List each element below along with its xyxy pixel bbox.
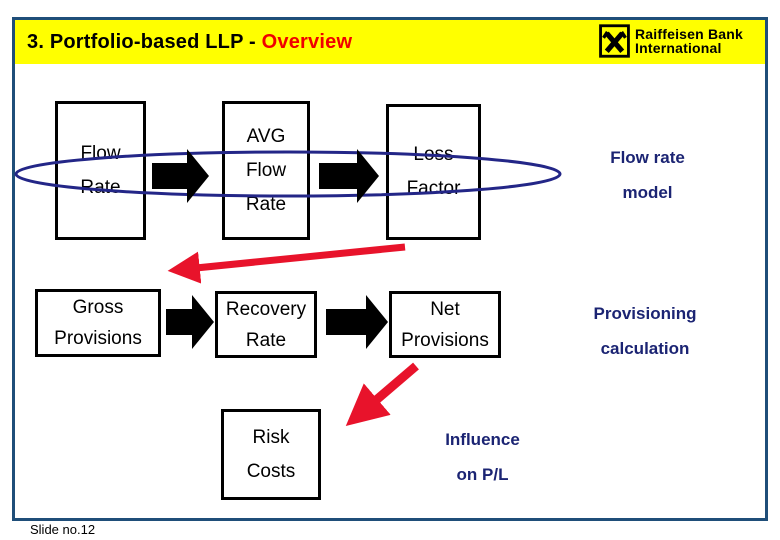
box-flow-rate: Flow Rate <box>55 101 146 240</box>
box-recovery-rate-line2: Rate <box>245 329 287 351</box>
box-avg-flow-rate-line2: Flow <box>245 159 287 181</box>
label-provisioning-calculation: Provisioning calculation <box>565 296 725 366</box>
slide-number: Slide no.12 <box>30 522 96 537</box>
raiffeisen-logo: Raiffeisen Bank International <box>599 24 743 58</box>
label-influence-on-pl-line2: on P/L <box>456 465 509 484</box>
box-recovery-rate: Recovery Rate <box>215 291 317 358</box>
box-loss-factor-line2: Factor <box>406 178 461 199</box>
label-influence-on-pl: Influence on P/L <box>410 422 555 492</box>
label-flow-rate-model-line1: Flow rate <box>610 148 685 167</box>
box-gross-provisions-line1: Gross <box>72 297 124 318</box>
box-risk-costs: Risk Costs <box>221 409 321 500</box>
slide-border-frame <box>12 17 768 521</box>
box-risk-costs-line2: Costs <box>246 460 296 482</box>
label-flow-rate-model: Flow rate model <box>575 140 720 210</box>
logo-line-2: International <box>635 40 722 56</box>
slide-title-main: 3. Portfolio-based LLP - <box>27 30 262 53</box>
title-banner: 3. Portfolio-based LLP - Overview Raiffe… <box>15 20 765 64</box>
label-influence-on-pl-line1: Influence <box>445 430 520 449</box>
box-avg-flow-rate-line1: AVG <box>246 125 286 147</box>
box-net-provisions-line1: Net <box>430 298 460 320</box>
slide-title-highlight: Overview <box>261 30 353 53</box>
label-flow-rate-model-line2: model <box>622 183 673 202</box>
raiffeisen-gable-cross-icon <box>599 24 630 58</box>
box-flow-rate-line1: Flow <box>80 142 121 164</box>
raiffeisen-logo-text: Raiffeisen Bank International <box>635 27 743 55</box>
label-provisioning-calculation-line1: Provisioning <box>593 304 697 323</box>
slide-title: 3. Portfolio-based LLP - Overview <box>27 31 352 54</box>
box-avg-flow-rate-line3: Rate <box>245 193 287 215</box>
box-gross-provisions: Gross Provisions <box>35 289 161 357</box>
box-flow-rate-line2: Rate <box>80 176 121 198</box>
box-net-provisions-line2: Provisions <box>401 329 489 351</box>
box-loss-factor: Loss Factor <box>386 104 481 240</box>
label-provisioning-calculation-line2: calculation <box>600 339 690 358</box>
box-risk-costs-line1: Risk <box>252 426 290 448</box>
box-avg-flow-rate: AVG Flow Rate <box>222 101 310 240</box>
box-recovery-rate-line1: Recovery <box>225 298 307 320</box>
logo-line-1: Raiffeisen Bank <box>635 26 744 42</box>
box-gross-provisions-line2: Provisions <box>54 328 142 349</box>
box-net-provisions: Net Provisions <box>389 291 501 358</box>
box-loss-factor-line1: Loss <box>413 144 454 165</box>
